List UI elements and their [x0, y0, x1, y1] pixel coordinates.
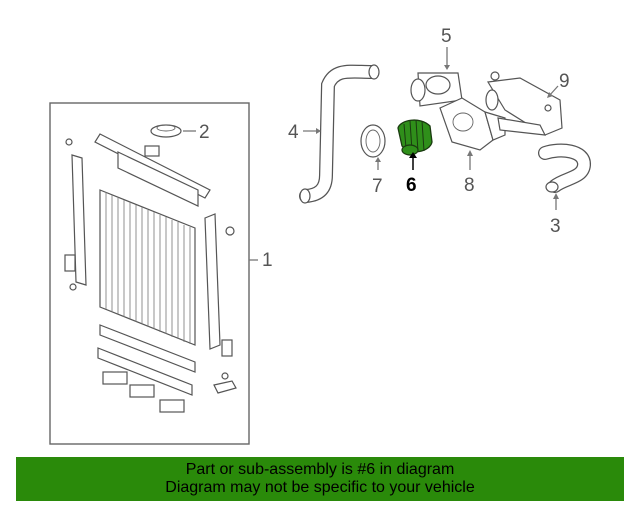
- upper-hose: [299, 64, 380, 204]
- banner-line-1: Part or sub-assembly is #6 in diagram: [185, 461, 455, 478]
- callout-7: 7: [372, 176, 383, 197]
- gasket: [360, 124, 386, 158]
- lower-hose: [538, 143, 591, 193]
- callout-1: 1: [262, 250, 273, 271]
- radiator-assembly: [49, 102, 250, 445]
- info-banner: Part or sub-assembly is #6 in diagram Di…: [16, 457, 624, 501]
- water-outlet-housing: [439, 97, 506, 151]
- water-outlet-pipe: [485, 71, 563, 136]
- callout-4: 4: [288, 122, 299, 143]
- radiator-cap: [150, 124, 182, 138]
- callout-5: 5: [441, 26, 452, 47]
- callout-9: 9: [559, 71, 570, 92]
- callout-6: 6: [406, 175, 417, 196]
- callout-3: 3: [550, 216, 561, 237]
- parts-diagram: 1 2 4 5 7: [49, 26, 591, 445]
- thermostat: [397, 119, 433, 156]
- callout-8: 8: [464, 175, 475, 196]
- banner-line-2: Diagram may not be specific to your vehi…: [165, 479, 475, 496]
- callout-2: 2: [199, 122, 210, 143]
